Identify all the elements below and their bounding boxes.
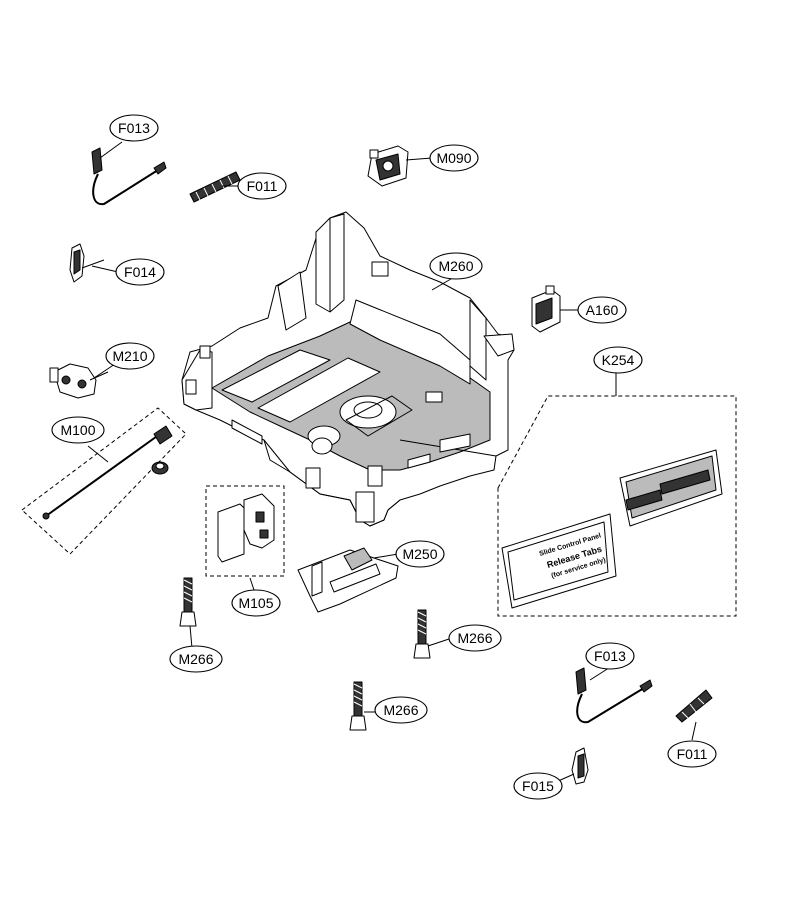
callout-f011-top: F011: [237, 172, 287, 200]
svg-text:M210: M210: [112, 348, 147, 364]
svg-text:F013: F013: [594, 648, 626, 664]
svg-text:F014: F014: [124, 264, 156, 280]
m100-rod-part: [42, 425, 173, 520]
m266-screw-a-part: [179, 577, 197, 627]
svg-text:F011: F011: [677, 746, 708, 762]
m250-part: [297, 547, 399, 613]
m266-screw-c-part: [349, 681, 367, 731]
svg-text:M266: M266: [178, 651, 213, 667]
callout-m266-b: M266: [448, 624, 502, 652]
a160-part: [531, 285, 561, 333]
m105-part: [217, 493, 275, 563]
k254-group: Slide Control Panel Release Tabs (for se…: [497, 395, 737, 617]
svg-text:F015: F015: [522, 778, 554, 794]
svg-text:F011: F011: [247, 178, 278, 194]
k254-release-plate-part: Slide Control Panel Release Tabs (for se…: [501, 513, 617, 609]
f013-hinge-cable-bottom-part: [575, 667, 653, 724]
callout-f014: F014: [115, 258, 165, 286]
base-frame-part: [181, 211, 515, 527]
m266-screw-b-part: [413, 609, 431, 659]
m100-group: [21, 407, 187, 555]
svg-text:A160: A160: [586, 302, 619, 318]
f014-part: [69, 243, 105, 283]
f011-spring-bottom-part: [675, 689, 713, 723]
callout-m250: M250: [395, 540, 445, 568]
svg-text:M260: M260: [438, 258, 473, 274]
m090-part: [367, 145, 409, 187]
svg-text:M105: M105: [238, 595, 273, 611]
f013-hinge-cable-top-part: [91, 147, 167, 206]
callout-f013-bottom: F013: [585, 642, 635, 670]
svg-text:K254: K254: [602, 352, 635, 368]
f015-part: [571, 747, 589, 785]
callout-f011-bottom: F011: [667, 740, 717, 768]
m105-group: [205, 485, 285, 577]
svg-text:M100: M100: [60, 422, 95, 438]
k254-panel-part: [619, 449, 723, 527]
svg-text:M090: M090: [436, 150, 471, 166]
callout-f013-top: F013: [109, 114, 159, 142]
svg-text:M266: M266: [383, 702, 418, 718]
callout-m100: M100: [51, 416, 105, 444]
f011-spring-top-part: [189, 171, 241, 203]
callout-m090: M090: [429, 144, 479, 172]
callout-f015: F015: [513, 772, 563, 800]
callout-m260: M260: [429, 252, 483, 280]
callout-m210: M210: [105, 342, 155, 370]
callout-m266-c: M266: [374, 696, 428, 724]
callout-m105: M105: [231, 589, 281, 617]
callout-m266-a: M266: [169, 645, 223, 673]
m210-part: [49, 363, 109, 399]
svg-text:M266: M266: [457, 630, 492, 646]
svg-text:F013: F013: [118, 120, 150, 136]
callout-a160: A160: [577, 296, 627, 324]
callout-k254: K254: [593, 346, 643, 374]
svg-text:M250: M250: [402, 546, 437, 562]
